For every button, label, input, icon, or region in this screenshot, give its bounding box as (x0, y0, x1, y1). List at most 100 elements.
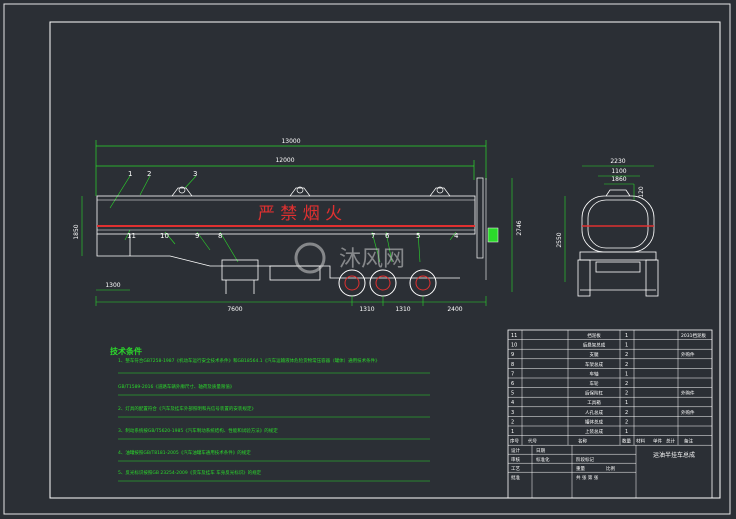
bom-row-note: 外购件 (681, 390, 695, 397)
warning-banner: 严 禁 烟 火 (258, 204, 342, 224)
bom-row-qty: 1 (625, 333, 628, 339)
wheels (338, 269, 437, 297)
bom-row-name: 车轴 (590, 370, 599, 377)
rear-tank (577, 189, 659, 297)
label-approve: 批准 (511, 474, 520, 481)
bom-row-name: 车架总成 (585, 361, 603, 368)
callout-9: 9 (195, 232, 199, 240)
label-design: 设计 (511, 447, 520, 454)
bom-row-qty: 1 (625, 400, 628, 406)
bom-header-cell: 备注 (684, 438, 693, 445)
frame-border (49, 21, 721, 499)
rear-dim-lines (564, 165, 654, 282)
bom-row-name: 后保险杠 (585, 390, 603, 397)
bom-row-qty: 2 (625, 352, 628, 358)
tech-note-3: 2、灯具的配置符合《汽车及挂车外部照明和光信号装置的安装规定》 (118, 405, 256, 412)
dim-kingpin-axle: 7600 (227, 306, 242, 313)
bom-row-name: 挡泥板 (587, 332, 601, 339)
bom-row-no: 5 (511, 391, 514, 397)
label-standard: 标准化 (536, 456, 550, 463)
bom-row-name: 上装总成 (585, 428, 603, 435)
bom-header-cell: 总计 (666, 438, 675, 445)
tank-body (96, 177, 499, 280)
callout-5: 5 (416, 232, 420, 240)
sheet-border (3, 3, 731, 515)
bom-header-cell: 材料 (636, 438, 645, 445)
bom-row-no: 7 (511, 371, 514, 377)
bom-row-qty: 2 (625, 362, 628, 368)
bom-row-qty: 2 (625, 391, 628, 397)
bom-row-no: 9 (511, 352, 514, 358)
bom-row-name: 工具箱 (587, 399, 601, 406)
label-date: 日期 (536, 448, 545, 454)
dim-front-overhang: 1300 (105, 282, 120, 289)
label-sheet: 共 张 第 张 (576, 474, 599, 481)
bom-header-cell: 单件 (653, 438, 662, 445)
dim-overall-height-label: 2746 (516, 220, 523, 235)
callout-11: 11 (127, 232, 136, 240)
tech-note-5: 4、油罐按照GB/T8181-2005《汽车油罐车通用技术条件》的规定 (118, 449, 251, 456)
callout-1: 1 (128, 170, 132, 178)
callout-labels: 1 2 3 4 5 6 7 8 9 10 11 (127, 170, 459, 240)
bom-row-note: 2031挡泥板 (681, 332, 706, 339)
drawing-title: 运油半挂车总成 (653, 451, 695, 459)
side-view: 13000 12000 1 2 3 4 5 6 7 8 9 10 (73, 138, 523, 313)
tech-notes: 技术条件 1、整车符合GB7258-1987《机动车运行安全技术条件》和GB18… (110, 346, 430, 482)
dim-axle-spacing-1: 1310 (359, 306, 374, 313)
bom-row-qty: 2 (625, 419, 628, 425)
tech-note-6: 5、反光标识按照GB 23254-2009《货车及挂车 车身反光标识》的规定 (118, 469, 262, 476)
bom-row-qty: 1 (625, 371, 628, 377)
callout-10: 10 (160, 232, 169, 240)
bom-row-note: 外购件 (681, 409, 695, 416)
callout-3: 3 (193, 170, 197, 178)
label-weight: 重量 (576, 465, 585, 472)
label-process: 工艺 (511, 466, 520, 472)
watermark-text: 沐风网 (339, 247, 405, 272)
callout-8: 8 (218, 232, 222, 240)
bom-row-name: 人孔总成 (585, 409, 603, 416)
tech-note-4: 3、制动系统按GB/T5620-1985《汽车制动系统结构、性能和试验方法》的规… (118, 427, 278, 434)
bom-header-cell: 数量 (622, 438, 631, 445)
dim-top-width-b: 1860 (611, 176, 626, 183)
label-scale: 比例 (606, 465, 615, 472)
bom-row-qty: 2 (625, 410, 628, 416)
bom-header-cell: 序号 (510, 438, 519, 445)
bom-row-no: 3 (511, 410, 514, 416)
bom-row-name: 后悬架总成 (583, 342, 606, 349)
bom-header-cell: 名称 (578, 438, 587, 445)
watermark: 沐风网 (294, 242, 405, 274)
bom-row-name: 支腿 (590, 351, 599, 358)
dim-side-height: 2550 (556, 232, 563, 247)
bom-row-no: 2 (511, 419, 514, 425)
bom-row-qty: 1 (625, 429, 628, 435)
bom-row-qty: 2 (625, 381, 628, 387)
bom-header-cell: 代号 (528, 438, 537, 445)
dim-overall-width: 2230 (610, 158, 625, 165)
bom-row-note: 外购件 (681, 351, 695, 358)
dim-overall-length: 13000 (281, 138, 300, 145)
rear-view: 2230 1100 1860 120 2550 (556, 158, 659, 297)
bom-row-name: 罐体总成 (585, 418, 603, 425)
bom-row-no: 11 (511, 333, 517, 339)
chassis (96, 234, 460, 294)
dim-lines-top (95, 140, 487, 196)
dim-rear-overhang: 2400 (447, 306, 462, 313)
callout-4: 4 (454, 232, 459, 240)
dim-top-height: 120 (638, 186, 645, 198)
bom-row-no: 6 (511, 381, 514, 387)
bom-row-no: 4 (511, 400, 514, 406)
dim-lines-bottom (95, 289, 487, 306)
bom-row-qty: 1 (625, 343, 628, 349)
bom-row-no: 8 (511, 362, 514, 368)
label-check: 审核 (511, 456, 520, 463)
bom-row-name: 车轮 (590, 380, 599, 387)
callout-2: 2 (147, 170, 151, 178)
dim-top-width-a: 1100 (611, 168, 626, 175)
callout-7: 7 (371, 232, 375, 240)
label-stage: 阶段标记 (576, 456, 594, 463)
tech-note-2: GB/T1589-2016《道路车辆外廓尺寸、轴荷及质量限值》 (118, 383, 234, 390)
bom-row-no: 1 (511, 429, 514, 435)
tech-notes-title: 技术条件 (110, 346, 142, 356)
